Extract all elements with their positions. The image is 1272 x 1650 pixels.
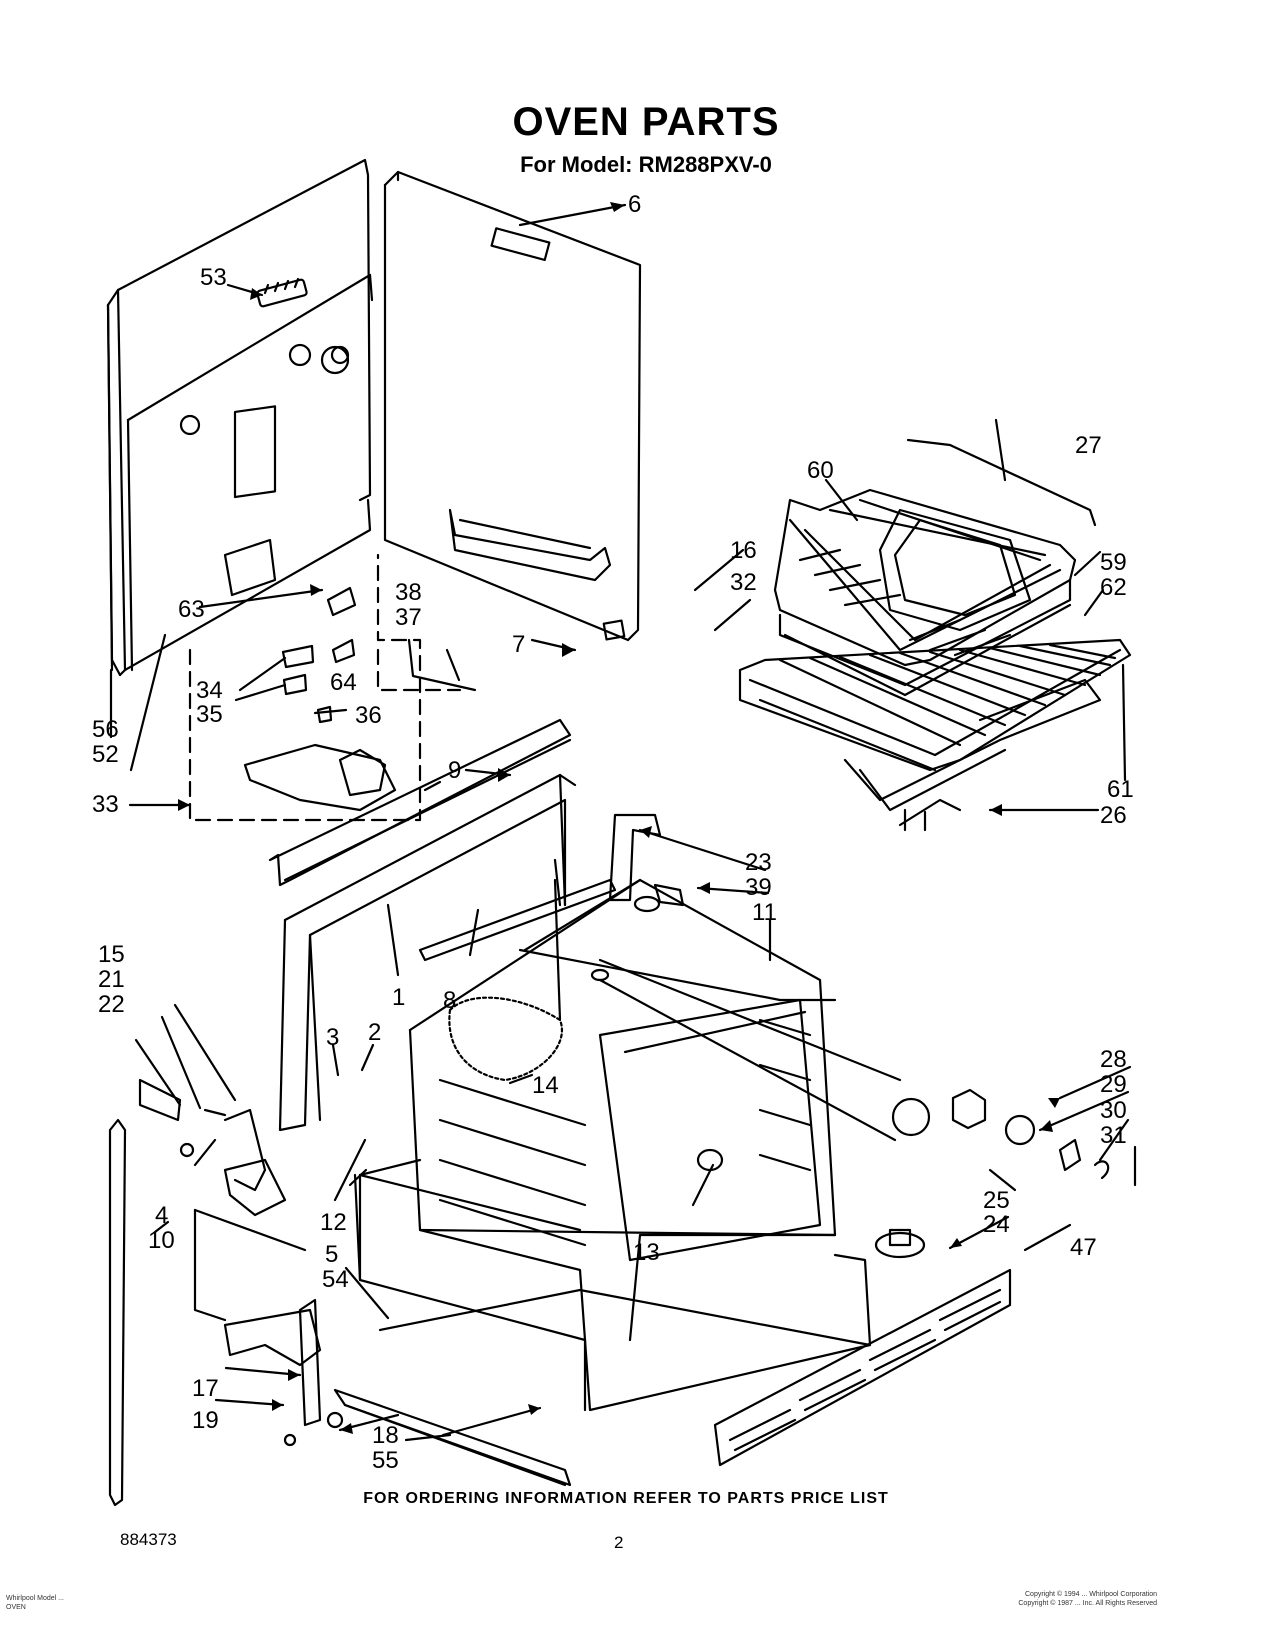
callout-1: 1 <box>392 984 405 1011</box>
oven-front-frame <box>278 773 577 1132</box>
callout-34: 34 <box>196 677 223 704</box>
callout-32: 32 <box>730 569 757 596</box>
callout-10: 10 <box>148 1227 175 1254</box>
callout-64: 64 <box>330 669 357 696</box>
callout-38: 38 <box>395 579 422 606</box>
callout-62: 62 <box>1100 574 1127 601</box>
callout-53: 53 <box>200 264 227 291</box>
callout-6: 6 <box>628 191 641 218</box>
page-number: 2 <box>614 1533 624 1552</box>
callout-17: 17 <box>192 1375 219 1402</box>
callout-21: 21 <box>98 966 125 993</box>
callout-36: 36 <box>355 702 382 729</box>
document-number: 884373 <box>120 1530 177 1549</box>
callout-60: 60 <box>807 457 834 484</box>
callout-2: 2 <box>368 1019 381 1046</box>
footer-copyright: Copyright © 1994 ... Whirlpool Corporati… <box>1018 1591 1157 1607</box>
callout-56: 56 <box>92 716 119 743</box>
callout-47: 47 <box>1070 1234 1097 1261</box>
callout-15: 15 <box>98 941 125 968</box>
rear-panel-assembly <box>106 158 374 677</box>
broiler-assembly <box>773 438 1097 697</box>
callout-28: 28 <box>1100 1046 1127 1073</box>
oven-rack <box>738 638 1132 772</box>
callout-61: 61 <box>1107 776 1134 803</box>
callout-9: 9 <box>448 757 461 784</box>
footer-small-left: Whirlpool Model ... OVEN <box>6 1595 64 1611</box>
callout-11: 11 <box>752 899 777 926</box>
callout-18: 18 <box>372 1422 399 1449</box>
part-callouts: 53 6 63 38 37 34 35 64 36 7 9 56 52 33 1… <box>92 191 1134 1474</box>
callout-33: 33 <box>92 791 119 818</box>
callout-3: 3 <box>326 1024 339 1051</box>
callout-4: 4 <box>155 1202 168 1229</box>
ordering-note: FOR ORDERING INFORMATION REFER TO PARTS … <box>363 1490 889 1507</box>
bake-element <box>843 678 1102 832</box>
callout-27: 27 <box>1075 432 1102 459</box>
lower-compartment <box>353 1158 872 1412</box>
callout-52: 52 <box>92 741 119 768</box>
vent-trim <box>268 718 572 887</box>
callout-30: 30 <box>1100 1097 1127 1124</box>
callout-14: 14 <box>532 1072 559 1099</box>
callout-13: 13 <box>633 1239 660 1266</box>
callout-31: 31 <box>1100 1122 1127 1149</box>
callout-7: 7 <box>512 631 525 658</box>
oven-cavity-liner <box>408 878 837 1342</box>
callout-63: 63 <box>178 596 205 623</box>
side-panel <box>383 170 642 642</box>
callout-55: 55 <box>372 1447 399 1474</box>
callout-8: 8 <box>443 987 456 1014</box>
callout-25: 25 <box>983 1187 1010 1214</box>
callout-5: 5 <box>325 1241 338 1268</box>
callout-16: 16 <box>730 537 757 564</box>
callout-26: 26 <box>1100 802 1127 829</box>
callout-54: 54 <box>322 1266 349 1293</box>
callout-59: 59 <box>1100 549 1127 576</box>
callout-12: 12 <box>320 1209 347 1236</box>
callout-19: 19 <box>192 1407 219 1434</box>
page-title: OVEN PARTS <box>512 100 780 144</box>
callout-35: 35 <box>196 701 223 728</box>
callout-22: 22 <box>98 991 125 1018</box>
callout-29: 29 <box>1100 1071 1127 1098</box>
callout-37: 37 <box>395 604 422 631</box>
callout-23: 23 <box>745 849 772 876</box>
callout-39: 39 <box>745 874 772 901</box>
callout-24: 24 <box>983 1211 1010 1238</box>
model-subtitle: For Model: RM288PXV-0 <box>520 152 772 177</box>
